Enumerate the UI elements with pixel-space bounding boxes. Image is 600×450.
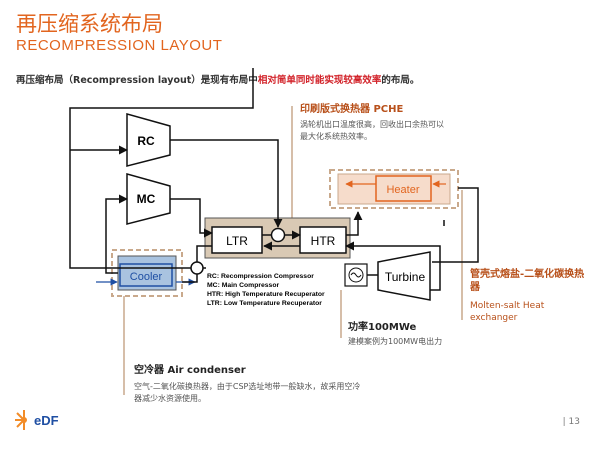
flow-cooler-to-mc [105,194,128,274]
flow-mc-outlet [170,198,213,238]
heater-box [375,175,432,202]
flow-rc-outlet [170,139,283,228]
edf-logo-icon [15,410,27,430]
mc-label: MC [137,192,156,206]
flow-split-to-cooler [182,274,198,283]
mc-compressor [126,173,171,225]
legend-mc: MC: Main Compressor [207,282,279,289]
description-pre: 再压缩布局（Recompression layout）是现有布局中 [16,75,258,86]
flow-heater-out [432,187,479,263]
flow-htr-to-heater [346,211,363,236]
heater-label: Heater [386,184,419,196]
power-body: 建模案例为100MW电出力 [348,337,443,346]
rc-label: RC [137,134,155,148]
heater-title-zh: 管壳式熔盐-二氧化碳换热器 [470,269,585,293]
turbine [377,251,431,301]
power-annotation: 功率100MWe 建模案例为100MW电出力 [348,318,498,348]
pche-annotation: 印刷版式换热器 PCHE 涡轮机出口温度很高，回收出口余热可以最大化系统热效率。 [300,100,450,143]
htr-label: HTR [311,234,336,248]
description-post: 的布局。 [381,75,420,86]
power-title: 功率100MWe [348,322,417,333]
legend-htr: HTR: High Temperature Recuperator [207,291,325,298]
cooler-annotation: 空冷器 Air condenser 空气-二氧化碳换热器，由于CSP选址地带一般… [134,361,364,405]
ltr-label: LTR [226,234,248,248]
page-description: 再压缩布局（Recompression layout）是现有布局中相对简单同时能… [16,72,419,86]
cooler-body: 空气-二氧化碳换热器，由于CSP选址地带一般缺水，故采用空冷器减少水资源使用。 [134,382,361,403]
page-subtitle: RECOMPRESSION LAYOUT [16,37,223,54]
htr-box [299,226,347,254]
flow-ltr-hot-out [196,245,212,262]
heater-title-en: Molten-salt Heat exchanger [470,301,545,323]
mixing-node [270,227,286,243]
flow-turbine-exhaust [345,241,441,291]
cooler-label: Cooler [130,271,163,283]
legend-ltr: LTR: Low Temperature Recuperator [207,300,322,307]
flow-split-to-rc-path [69,68,254,269]
turbine-label: Turbine [385,270,426,284]
edf-logo-text: eDF [34,413,59,428]
page-title: 再压缩系统布局 [16,12,163,36]
split-node [190,261,204,275]
heater-annotation: 管壳式熔盐-二氧化碳换热器 Molten-salt Heat exchanger [470,268,590,324]
ltr-box [211,226,263,254]
page-number: | 13 [562,417,580,427]
description-highlight: 相对简单同时能实现较高效率 [257,75,382,86]
cooler-box [119,263,173,287]
generator-wave [350,272,362,278]
cooler-title: 空冷器 Air condenser [134,365,246,376]
heater-dashed-frame [329,169,459,209]
pche-body: 涡轮机出口温度很高，回收出口余热可以最大化系统热效率。 [300,120,444,141]
generator-icon [348,267,364,283]
pche-title: 印刷版式换热器 PCHE [300,104,404,115]
legend-rc: RC: Recompression Compressor [207,273,314,280]
